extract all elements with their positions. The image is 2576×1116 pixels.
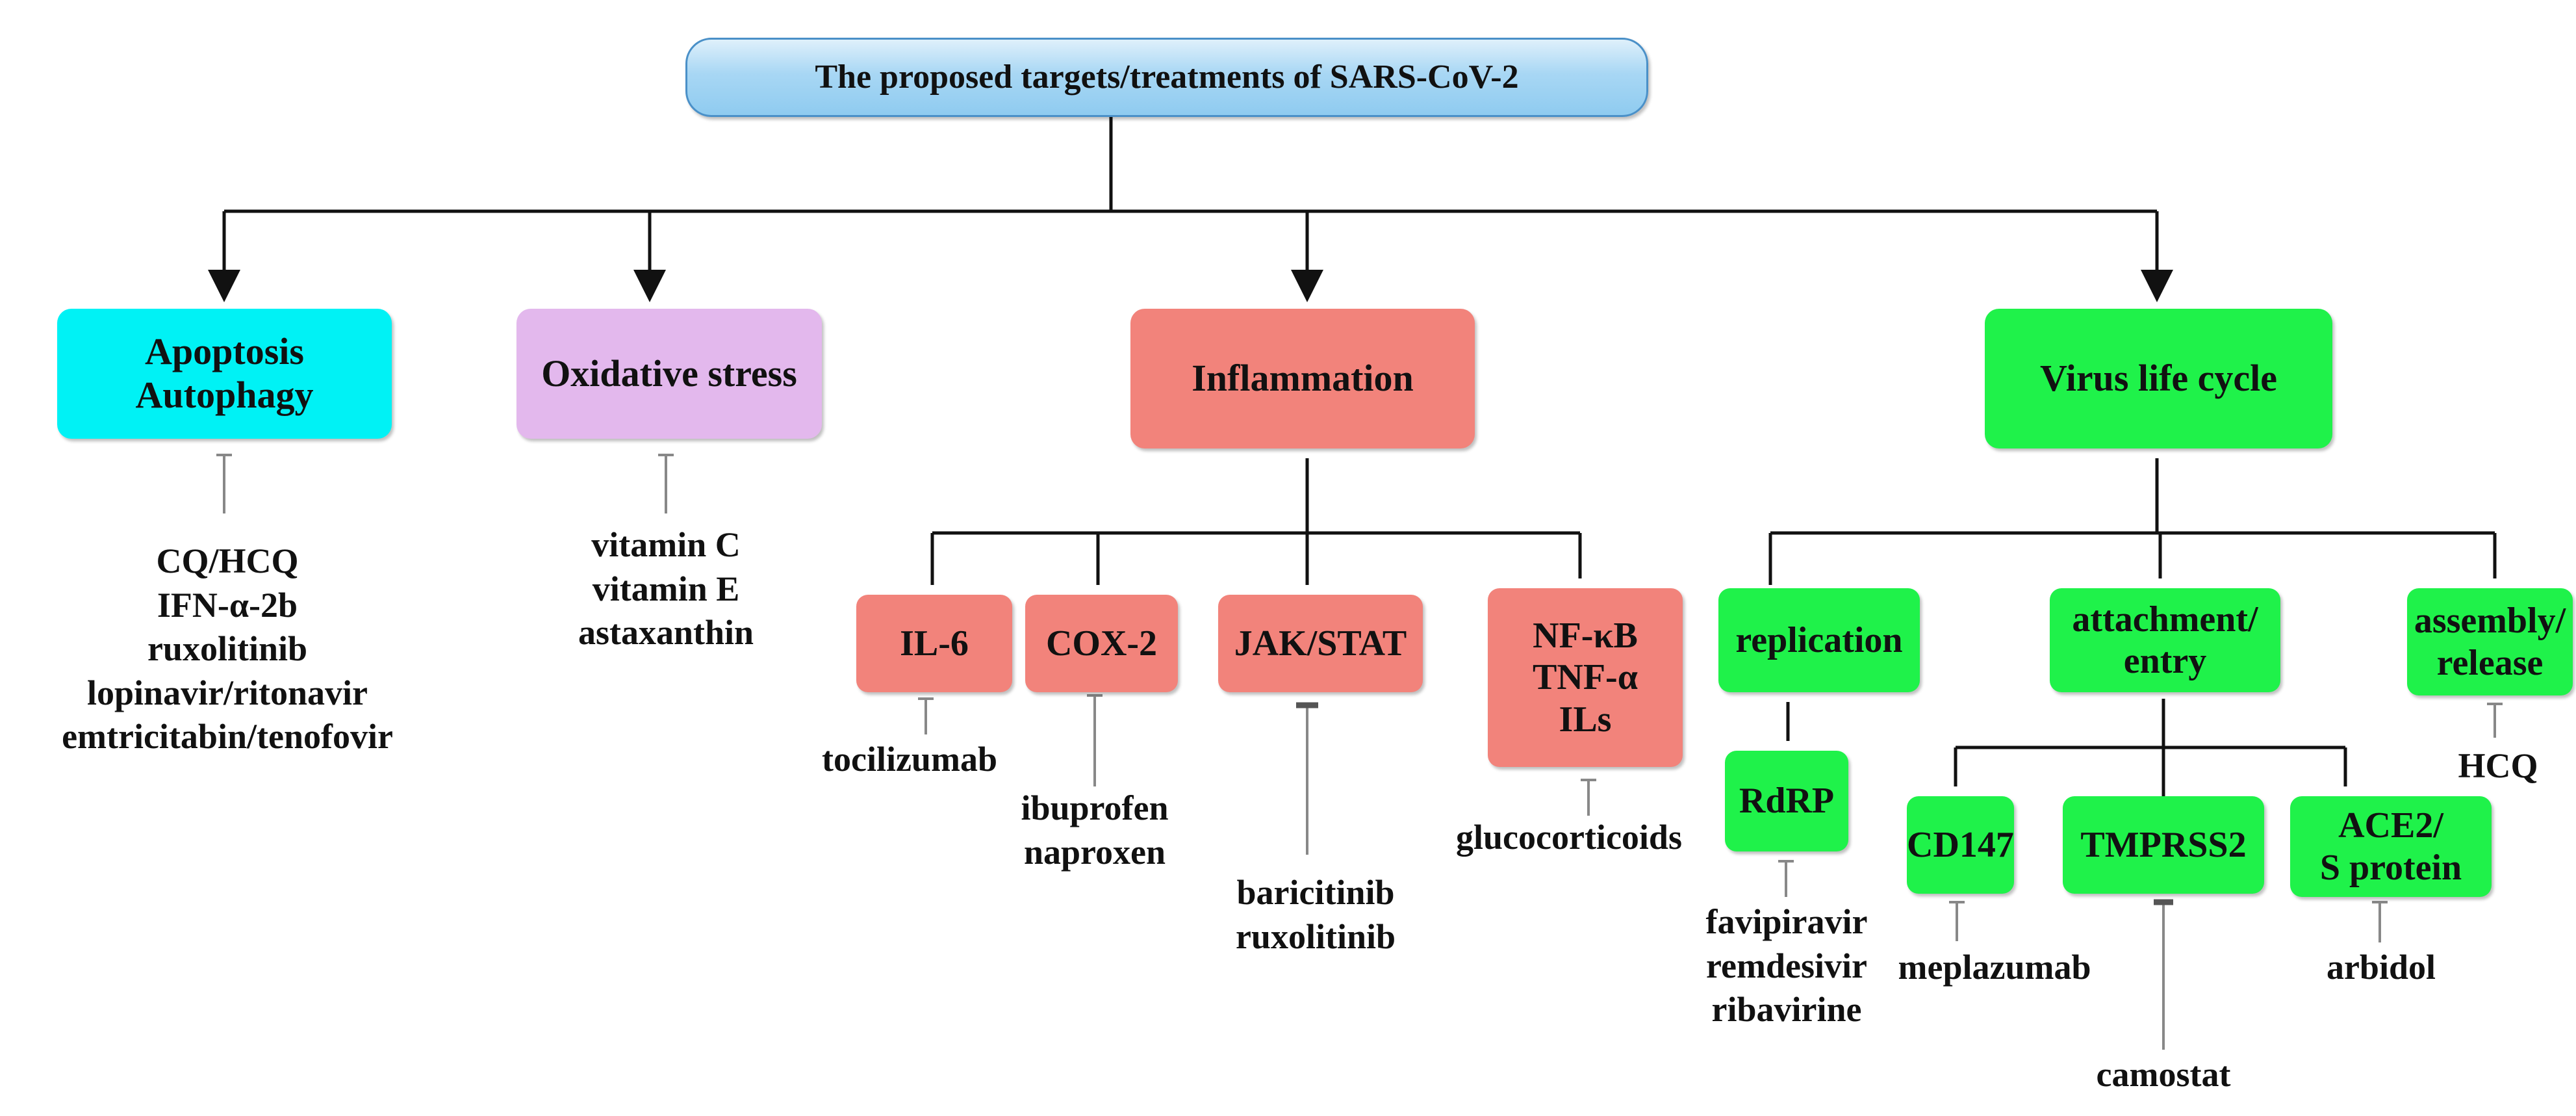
- jakstat-treatments: baricitinib ruxolitinib: [1205, 871, 1426, 959]
- inhibitor-ace2: [2372, 901, 2388, 942]
- apoptosis-autophagy-box: Apoptosis Autophagy: [57, 309, 392, 439]
- il6-treatments: tocilizumab: [786, 738, 1033, 782]
- attachment-entry-label: attachment/ entry: [2072, 599, 2258, 681]
- treatment-item: ruxolitinib: [147, 629, 308, 668]
- inflammation-box: Inflammation: [1130, 309, 1475, 448]
- treatment-item: camostat: [2096, 1055, 2231, 1094]
- rdrp-box: RdRP: [1725, 751, 1848, 851]
- jakstat-box: JAK/STAT: [1218, 595, 1423, 692]
- oxidative-stress-box: Oxidative stress: [516, 309, 822, 439]
- treatment-item: ribavirine: [1711, 990, 1862, 1029]
- tmprss2-treatments: camostat: [2066, 1053, 2261, 1097]
- rdrp-treatments: favipiravir remdesivir ribavirine: [1670, 900, 1904, 1032]
- inhibitor-rdrp: [1778, 860, 1794, 897]
- tmprss2-box: TMPRSS2: [2063, 796, 2264, 894]
- assembly-release-box: assembly/ release: [2407, 588, 2573, 695]
- oxidative-treatments: vitamin C vitamin E astaxanthin: [539, 523, 793, 655]
- treatment-item: ibuprofen: [1021, 788, 1169, 827]
- replication-label: replication: [1735, 619, 1903, 660]
- replication-box: replication: [1718, 588, 1920, 692]
- treatment-item: favipiravir: [1705, 902, 1868, 941]
- treatment-item: ruxolitinib: [1235, 916, 1396, 956]
- inhibitor-cd147: [1949, 901, 1965, 941]
- nfkb-tnf-ils-box: NF-κB TNF-α ILs: [1488, 588, 1683, 767]
- treatment-item: vitamin E: [592, 569, 740, 608]
- ace2-s-protein-box: ACE2/ S protein: [2290, 796, 2492, 897]
- tmprss2-label: TMPRSS2: [2080, 824, 2247, 865]
- ace2-s-protein-label: ACE2/ S protein: [2319, 805, 2462, 888]
- treatment-item: baricitinib: [1236, 873, 1395, 912]
- cd147-treatments: meplazumab: [1884, 946, 2105, 990]
- assembly-treatments: HCQ: [2443, 744, 2553, 788]
- treatment-item: astaxanthin: [578, 613, 754, 652]
- inhibitor-nfkb: [1581, 779, 1596, 816]
- treatment-item: meplazumab: [1898, 948, 2091, 987]
- attachment-entry-box: attachment/ entry: [2050, 588, 2280, 692]
- treatment-item: naproxen: [1023, 832, 1166, 872]
- treatment-item: vitamin C: [591, 525, 741, 564]
- treatment-item: lopinavir/ritonavir: [87, 673, 368, 712]
- treatment-item: glucocorticoids: [1456, 818, 1682, 857]
- treatment-item: IFN-α-2b: [157, 585, 298, 625]
- jakstat-label: JAK/STAT: [1234, 623, 1407, 664]
- treatment-item: emtricitabin/tenofovir: [62, 717, 393, 756]
- treatment-item: CQ/HCQ: [156, 541, 299, 580]
- cd147-label: CD147: [1907, 824, 2014, 865]
- cox2-label: COX-2: [1045, 623, 1158, 664]
- inhibitor-assembly: [2487, 703, 2503, 738]
- inhibitor-apoptosis: [216, 454, 232, 513]
- nfkb-treatments: glucocorticoids: [1407, 816, 1731, 860]
- treatment-item: HCQ: [2458, 746, 2538, 785]
- virus-life-cycle-label: Virus life cycle: [2039, 357, 2278, 400]
- treatment-item: remdesivir: [1706, 946, 1867, 985]
- inhibitor-cox2: [1087, 694, 1103, 786]
- treatment-item: arbidol: [2326, 948, 2436, 987]
- ace2-treatments: arbidol: [2300, 946, 2462, 990]
- cox2-treatments: ibuprofen naproxen: [994, 786, 1195, 874]
- inhibitor-il6: [918, 697, 934, 734]
- oxidative-stress-label: Oxidative stress: [541, 352, 797, 395]
- cox2-box: COX-2: [1025, 595, 1178, 692]
- inhibitor-jakstat: [1296, 704, 1318, 855]
- apoptosis-treatments: CQ/HCQ IFN-α-2b ruxolitinib lopinavir/ri…: [19, 539, 435, 759]
- inhibitor-tmprss2: [2154, 901, 2173, 1050]
- diagram-title: The proposed targets/treatments of SARS-…: [685, 38, 1648, 117]
- inflammation-label: Inflammation: [1192, 357, 1414, 400]
- assembly-release-label: assembly/ release: [2414, 601, 2566, 683]
- cd147-box: CD147: [1907, 796, 2014, 894]
- il6-label: IL-6: [900, 623, 969, 664]
- inhibitor-oxidative: [658, 454, 674, 513]
- apoptosis-autophagy-label: Apoptosis Autophagy: [135, 330, 314, 416]
- nfkb-tnf-ils-label: NF-κB TNF-α ILs: [1533, 615, 1638, 740]
- virus-life-cycle-box: Virus life cycle: [1985, 309, 2332, 448]
- treatment-item: tocilizumab: [822, 740, 997, 779]
- il6-box: IL-6: [856, 595, 1012, 692]
- rdrp-label: RdRP: [1739, 781, 1835, 822]
